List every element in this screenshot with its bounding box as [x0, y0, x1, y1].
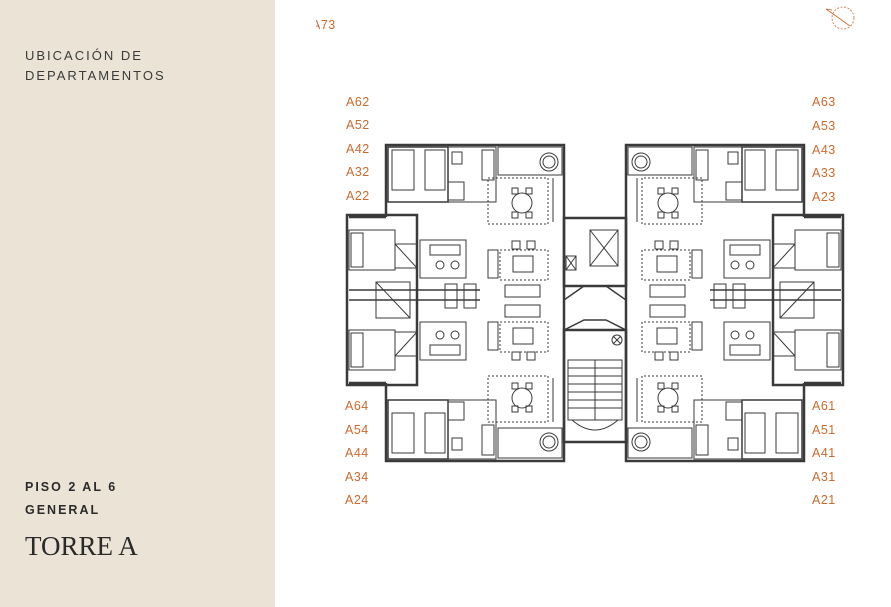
page-subtitle: UBICACIÓN DE DEPARTAMENTOS: [25, 46, 166, 86]
unit-label-left-bottom[interactable]: A34: [345, 470, 369, 484]
unit-label-right-bottom[interactable]: A51: [812, 423, 836, 437]
top-unit-label: A73: [312, 18, 336, 32]
unit-label-right-bottom[interactable]: A41: [812, 446, 836, 460]
unit-label-left-top[interactable]: A52: [346, 118, 370, 132]
unit-label-left-top[interactable]: A22: [346, 189, 370, 203]
floor-range: PISO 2 AL 6 GENERAL: [25, 476, 117, 522]
unit-label-left-bottom[interactable]: A64: [345, 399, 369, 413]
unit-label-left-top[interactable]: A62: [346, 95, 370, 109]
right-wing-plan: [624, 143, 845, 463]
central-core-plan: [562, 216, 628, 444]
tower-title: TORRE A: [25, 531, 138, 561]
compass-north-icon: [825, 6, 855, 30]
floor-range-line-1: PISO 2 AL 6: [25, 480, 118, 494]
unit-label-right-top[interactable]: A53: [812, 119, 836, 133]
unit-label-right-top[interactable]: A63: [812, 95, 836, 109]
unit-label-left-top[interactable]: A32: [346, 165, 370, 179]
unit-label-left-bottom[interactable]: A44: [345, 446, 369, 460]
unit-label-left-top[interactable]: A42: [346, 142, 370, 156]
unit-label-right-bottom[interactable]: A21: [812, 493, 836, 507]
unit-label-left-bottom[interactable]: A54: [345, 423, 369, 437]
unit-label-right-top[interactable]: A23: [812, 190, 836, 204]
subtitle-line-1: UBICACIÓN DE: [25, 48, 143, 63]
floor-range-line-2: GENERAL: [25, 503, 101, 517]
sidebar-panel: UBICACIÓN DE DEPARTAMENTOS PISO 2 AL 6 G…: [0, 0, 275, 607]
unit-label-right-top[interactable]: A43: [812, 143, 836, 157]
unit-label-right-top[interactable]: A33: [812, 166, 836, 180]
unit-label-right-bottom[interactable]: A61: [812, 399, 836, 413]
unit-label-right-bottom[interactable]: A31: [812, 470, 836, 484]
unit-label-left-bottom[interactable]: A24: [345, 493, 369, 507]
left-wing-plan: [345, 143, 566, 463]
subtitle-line-2: DEPARTAMENTOS: [25, 68, 166, 83]
